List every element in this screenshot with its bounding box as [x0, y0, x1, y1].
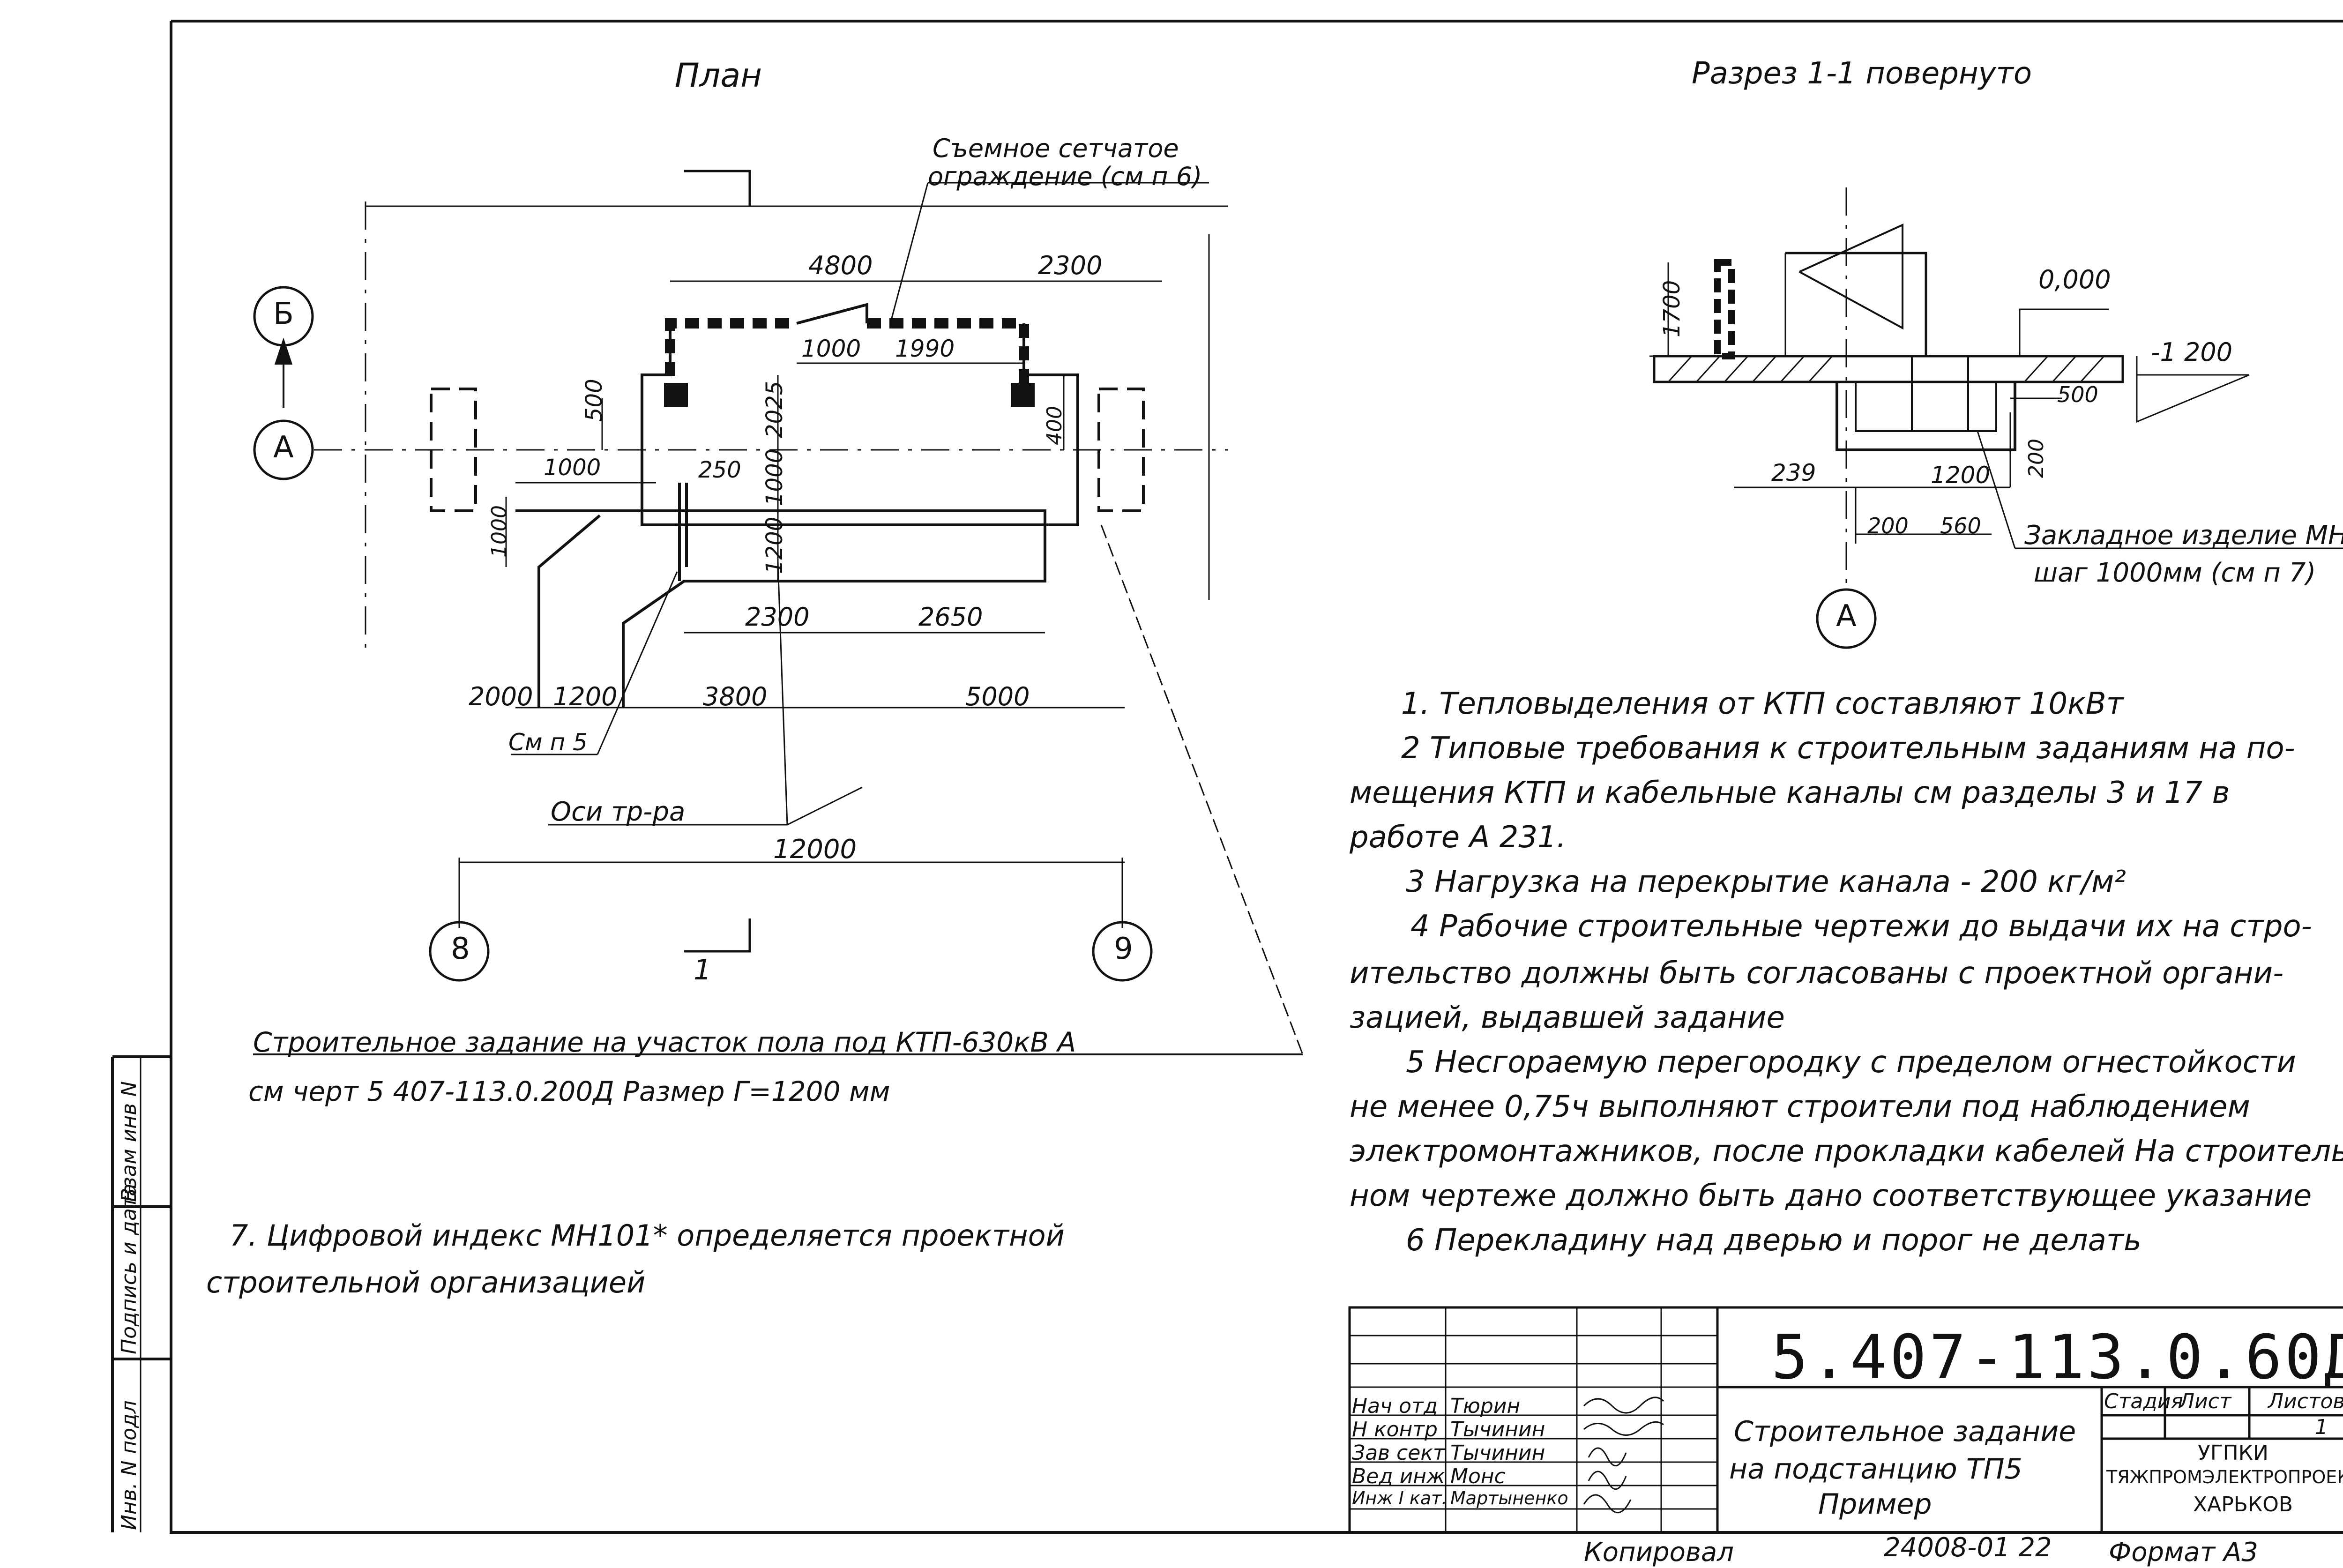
elevation-minus-1200: -1 200: [2151, 337, 2233, 367]
note-2-cont: мещения КТП и кабельные каналы см раздел…: [1350, 776, 2230, 810]
fence-label-line1: Съемное сетчатое: [933, 134, 1179, 163]
dim-500: 500: [581, 379, 607, 422]
org-line1: УГПКИ: [2198, 1441, 2268, 1465]
note-3: 3 Нагрузка на перекрытие канала - 200 кг…: [1406, 865, 2126, 899]
stamp-replace-inv: Взам инв N: [117, 1081, 141, 1202]
dim-2300-low: 2300: [745, 602, 810, 632]
drawing-code: 5.407-113.0.60Д: [1771, 1322, 2343, 1393]
note-5-end: ном чертеже должно быть дано соответству…: [1350, 1179, 2312, 1213]
name-engineer-1: Мартыненко: [1450, 1488, 1568, 1508]
plan-title: План: [675, 56, 762, 95]
note-5-cont2: электромонтажников, после прокладки кабе…: [1350, 1134, 2343, 1169]
title-name-line1: Строительное задание: [1734, 1415, 2076, 1448]
note-4: 4 Рабочие строительные чертежи до выдачи…: [1410, 909, 2312, 944]
title-name-line3: Пример: [1818, 1488, 1932, 1521]
stamp-sign-date: Подпись и дата: [117, 1183, 141, 1354]
dim-250: 250: [698, 457, 741, 483]
elevation-0: 0,000: [2038, 265, 2111, 294]
name-norm-control: Тычинин: [1450, 1418, 1545, 1441]
stamp-inv-no: Инв. N подл: [117, 1400, 141, 1530]
dim-1000-mid: 1000: [761, 448, 788, 506]
org-line2: ТЯЖПРОМЭЛЕКТРОПРОЕКТ: [2106, 1467, 2343, 1487]
section-title: Разрез 1-1 повернуто: [1692, 56, 2032, 91]
dim-3800: 3800: [703, 682, 768, 711]
note7-line2: строительной организацией: [206, 1265, 646, 1299]
note-4-cont: ительство должны быть согласованы с прое…: [1350, 956, 2284, 991]
note-5-cont: не менее 0,75ч выполняют строители под н…: [1350, 1090, 2250, 1124]
role-lead-engineer: Вед инж: [1352, 1464, 1445, 1488]
see-p5-label: См п 5: [508, 729, 588, 756]
dim-1200-low: 1200: [553, 682, 618, 711]
task-ref-line2: см черт 5 407-113.0.200Д Размер Г=1200 м…: [248, 1075, 890, 1107]
section-dim-560: 560: [1940, 513, 1981, 538]
section-dim-200: 200: [1867, 513, 1909, 538]
embedded-item-label: Закладное изделие МН101*: [2024, 520, 2343, 551]
fence-label-line2: ограждение (см п 6): [928, 162, 1202, 191]
dim-12000: 12000: [773, 834, 857, 865]
section-axis-a-label: А: [1836, 599, 1857, 634]
note-4-end: зацией, выдавшей задание: [1350, 1001, 1785, 1035]
axis-9-circle: [1092, 921, 1153, 982]
embedded-item-step: шаг 1000мм (см п 7): [2034, 558, 2316, 588]
note-2: 2 Типовые требования к строительным зада…: [1401, 731, 2295, 766]
footer-format: Формат А3: [2109, 1537, 2258, 1568]
dim-2025: 2025: [761, 381, 788, 438]
dim-1000-top: 1000: [801, 335, 861, 362]
axis-b-circle: [253, 286, 314, 347]
axis-a-label: А: [273, 430, 294, 465]
name-sector-head: Тычинин: [1450, 1441, 1545, 1465]
section-axis-a-circle: [1816, 588, 1877, 649]
transformer-axes-label: Оси тр-ра: [551, 797, 686, 827]
footer-copied: Копировал: [1584, 1537, 1734, 1568]
dim-1000-vert: 1000: [487, 505, 511, 558]
note-1: 1. Тепловыделения от КТП составляют 10кВ…: [1401, 687, 2124, 721]
axis-8-circle: [429, 921, 490, 982]
axis-8-label: 8: [451, 932, 470, 966]
name-lead-engineer: Монс: [1450, 1464, 1506, 1488]
dim-2000: 2000: [469, 682, 533, 711]
sheets-value: 1: [2315, 1415, 2328, 1439]
role-sector-head: Зав сект: [1352, 1441, 1445, 1465]
sheets-header: Листов: [2268, 1389, 2343, 1413]
section-dim-500: 500: [2057, 382, 2098, 407]
dim-1990: 1990: [895, 335, 955, 362]
section-dim-239: 239: [1771, 459, 1816, 486]
section-dim-1700: 1700: [1659, 280, 1685, 337]
title-name-line2: на подстанцию ТП5: [1729, 1453, 2022, 1486]
sheet-frame: [170, 20, 2343, 1534]
dim-1200-mid: 1200: [761, 516, 788, 574]
section-mark-bottom: 1: [694, 954, 712, 986]
axis-b-label: Б: [273, 297, 294, 331]
dim-2300-top: 2300: [1038, 251, 1103, 280]
axis-9-label: 9: [1114, 932, 1133, 966]
role-head-dept: Нач отд: [1352, 1394, 1438, 1418]
sheet-header: Лист: [2179, 1389, 2231, 1413]
stage-header: Стадия: [2104, 1389, 2183, 1413]
axis-a-circle: [253, 419, 314, 480]
note-5: 5 Несгораемую перегородку с пределом огн…: [1406, 1045, 2296, 1080]
dim-2650: 2650: [918, 602, 983, 632]
footer-number: 24008-01 22: [1884, 1532, 2052, 1563]
dim-5000: 5000: [965, 682, 1030, 711]
section-dim-1200: 1200: [1931, 462, 1991, 489]
note-2-end: работе А 231.: [1350, 820, 1567, 855]
org-line3: ХАРЬКОВ: [2193, 1493, 2293, 1516]
section-dim-200-vert: 200: [2024, 439, 2048, 478]
name-head-dept: Тюрин: [1450, 1394, 1521, 1418]
role-norm-control: Н контр: [1352, 1418, 1438, 1441]
note-6: 6 Перекладину над дверью и порог не дела…: [1406, 1223, 2142, 1258]
note7-line1: 7. Цифровой индекс МН101* определяется п…: [230, 1218, 1065, 1253]
task-ref-line1: Строительное задание на участок пола под…: [253, 1026, 1076, 1058]
role-engineer-1: Инж I кат.: [1352, 1488, 1448, 1508]
dim-4800: 4800: [808, 251, 873, 280]
dim-400: 400: [1043, 406, 1067, 445]
dim-1000-left: 1000: [544, 455, 601, 481]
